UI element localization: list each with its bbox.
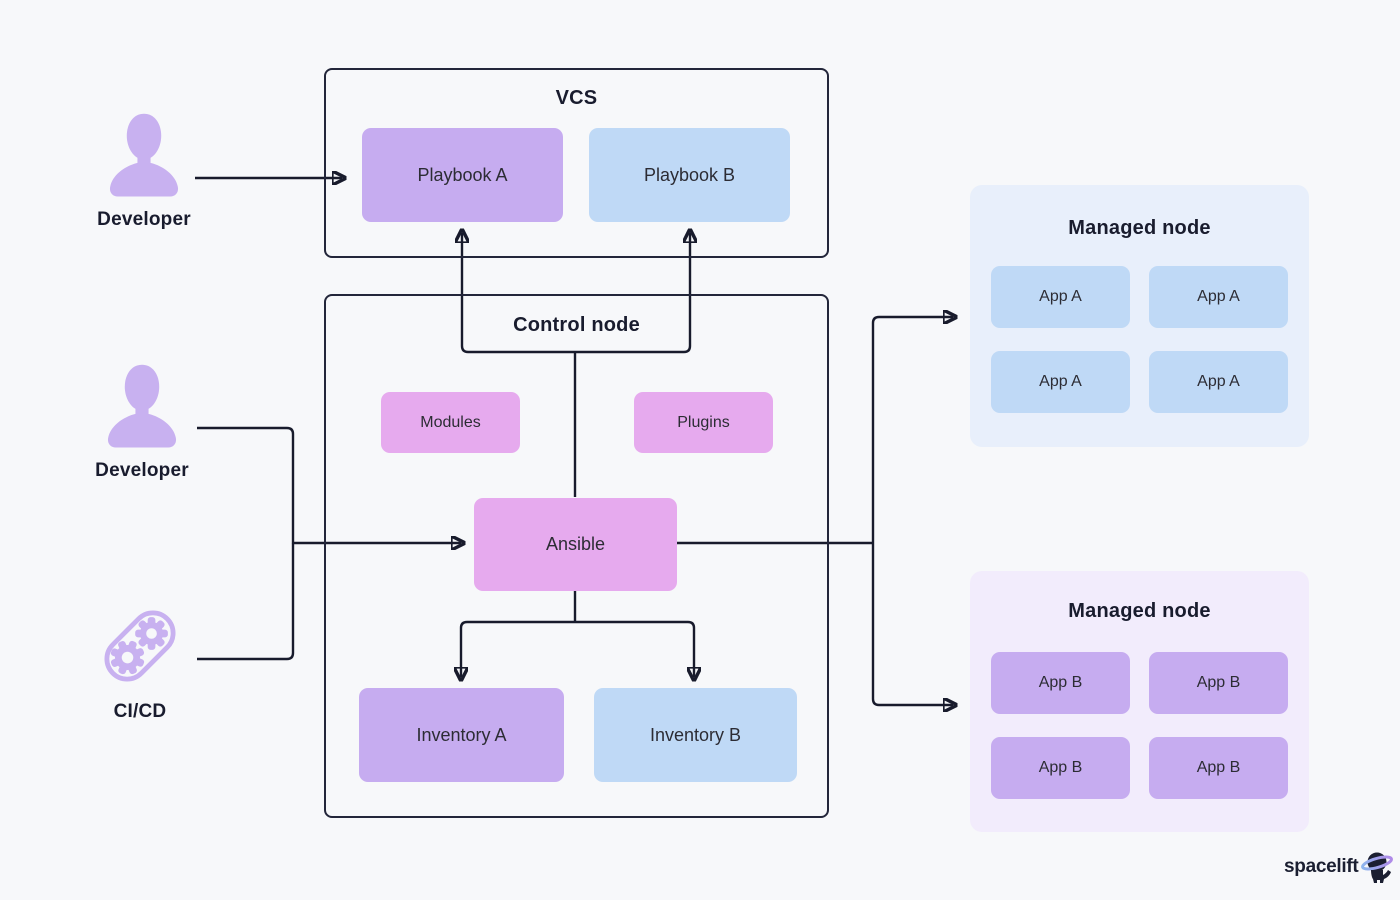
cicd-label: CI/CD bbox=[113, 701, 167, 722]
node-playbook-a: Playbook A bbox=[362, 128, 563, 222]
developer-mid-label: Developer bbox=[95, 460, 189, 481]
node-inventory-a: Inventory A bbox=[359, 688, 564, 782]
node-app-b: App B bbox=[991, 652, 1130, 714]
control-node-box bbox=[324, 294, 829, 818]
node-plugins: Plugins bbox=[634, 392, 773, 453]
control-node-title: Control node bbox=[513, 314, 640, 336]
node-playbook-b: Playbook B bbox=[589, 128, 790, 222]
node-app-b: App B bbox=[1149, 737, 1288, 799]
developer-top-label: Developer bbox=[97, 209, 191, 230]
person-icon bbox=[101, 363, 183, 460]
developer-top-actor: Developer bbox=[84, 112, 204, 231]
managed-node-a-title: Managed node bbox=[1068, 217, 1211, 239]
managed-node-b-title: Managed node bbox=[1068, 600, 1211, 622]
node-app-a: App A bbox=[1149, 351, 1288, 413]
connector-ansible-to-managed-node-b bbox=[871, 543, 953, 705]
spacelift-astronaut-icon bbox=[1360, 850, 1396, 884]
developer-mid-actor: Developer bbox=[82, 363, 202, 482]
cicd-actor: CI/CD bbox=[84, 596, 196, 723]
node-app-a: App A bbox=[1149, 266, 1288, 328]
connector-ansible-to-managed-node-a bbox=[871, 317, 953, 543]
vcs-box bbox=[324, 68, 829, 258]
node-app-b: App B bbox=[1149, 652, 1288, 714]
node-app-a: App A bbox=[991, 266, 1130, 328]
node-ansible: Ansible bbox=[474, 498, 677, 591]
spacelift-logo-text: spacelift bbox=[1284, 856, 1359, 877]
vcs-title: VCS bbox=[555, 87, 598, 109]
spacelift-logo: spacelift bbox=[1284, 850, 1396, 884]
node-inventory-b: Inventory B bbox=[594, 688, 797, 782]
node-app-b: App B bbox=[991, 737, 1130, 799]
connector-cicd-to-ansible bbox=[197, 543, 295, 661]
cicd-pipeline-icon bbox=[90, 596, 190, 701]
node-app-a: App A bbox=[991, 351, 1130, 413]
node-modules: Modules bbox=[381, 392, 520, 453]
person-icon bbox=[103, 112, 185, 209]
